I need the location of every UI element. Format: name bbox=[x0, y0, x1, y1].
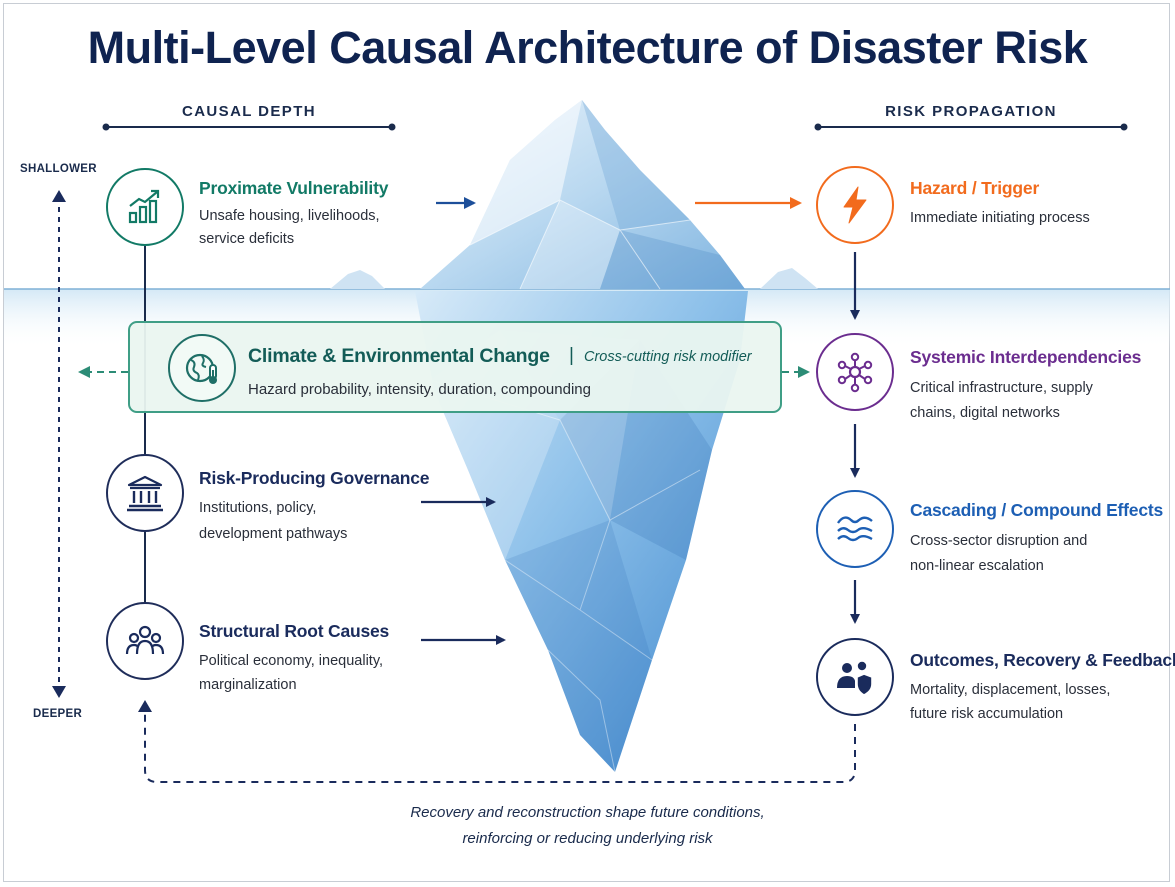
cascading-desc-line2: non-linear escalation bbox=[910, 558, 1044, 574]
climate-desc: Hazard probability, intensity, duration,… bbox=[248, 381, 591, 398]
outcomes-node bbox=[816, 638, 894, 716]
community-people-icon bbox=[125, 625, 165, 655]
cascading-desc-line1: Cross-sector disruption and bbox=[910, 533, 1088, 549]
outcomes-desc-line1: Mortality, displacement, losses, bbox=[910, 682, 1111, 698]
network-hub-icon bbox=[837, 352, 873, 393]
structural-root-desc-line1: Political economy, inequality, bbox=[199, 653, 384, 669]
structural-root-node bbox=[106, 602, 184, 680]
left-column-header: CAUSAL DEPTH bbox=[181, 103, 317, 120]
axis-label-shallower: SHALLOWER bbox=[20, 163, 97, 175]
cascading-title: Cascading / Compound Effects bbox=[910, 500, 1164, 520]
structural-root-desc-line2: marginalization bbox=[199, 677, 297, 693]
small-iceberg-right bbox=[760, 268, 818, 289]
cascading-node bbox=[816, 490, 894, 568]
globe-thermometer-icon bbox=[185, 353, 217, 384]
systemic-node bbox=[816, 333, 894, 411]
climate-icon-circle bbox=[168, 334, 236, 402]
hazard-trigger-node bbox=[816, 166, 894, 244]
proximate-vulnerability-desc-line2: service deficits bbox=[199, 231, 295, 247]
page-title: Multi-Level Causal Architecture of Disas… bbox=[87, 22, 1088, 73]
lightning-bolt-icon bbox=[843, 186, 867, 224]
iceberg-tip bbox=[420, 100, 745, 290]
axis-label-deeper: DEEPER bbox=[33, 708, 83, 720]
proximate-vulnerability-desc-line1: Unsafe housing, livelihoods, bbox=[199, 208, 380, 224]
structural-root-title: Structural Root Causes bbox=[199, 621, 390, 641]
governance-node bbox=[106, 454, 184, 532]
growth-chart-icon bbox=[128, 189, 160, 224]
climate-separator: | bbox=[569, 345, 574, 366]
systemic-desc-line2: chains, digital networks bbox=[910, 405, 1060, 421]
systemic-desc-line1: Critical infrastructure, supply bbox=[910, 380, 1093, 396]
climate-change-box: Climate & Environmental Change | Cross-c… bbox=[128, 321, 782, 413]
governance-title: Risk-Producing Governance bbox=[199, 468, 430, 488]
frame-border bbox=[3, 3, 1170, 882]
proximate-vulnerability-node bbox=[106, 168, 184, 246]
systemic-title: Systemic Interdependencies bbox=[910, 347, 1142, 367]
right-column-header: RISK PROPAGATION bbox=[885, 103, 1057, 120]
governance-desc-line2: development pathways bbox=[199, 526, 348, 542]
governance-desc-line1: Institutions, policy, bbox=[199, 500, 317, 516]
outcomes-desc-line2: future risk accumulation bbox=[910, 706, 1064, 722]
climate-title: Climate & Environmental Change bbox=[248, 345, 550, 367]
proximate-vulnerability-title: Proximate Vulnerability bbox=[199, 178, 389, 198]
people-shield-icon bbox=[837, 661, 873, 696]
waves-icon bbox=[837, 516, 873, 542]
footer-line2: reinforcing or reducing underlying risk bbox=[462, 830, 713, 847]
institution-building-icon bbox=[127, 475, 163, 512]
climate-subtitle: Cross-cutting risk modifier bbox=[584, 349, 752, 365]
footer-line1: Recovery and reconstruction shape future… bbox=[410, 804, 765, 821]
small-iceberg-left bbox=[330, 270, 385, 289]
outcomes-title: Outcomes, Recovery & Feedback bbox=[910, 650, 1175, 670]
feedback-loop bbox=[144, 710, 856, 783]
hazard-trigger-desc: Immediate initiating process bbox=[910, 210, 1090, 226]
hazard-trigger-title: Hazard / Trigger bbox=[910, 178, 1040, 198]
